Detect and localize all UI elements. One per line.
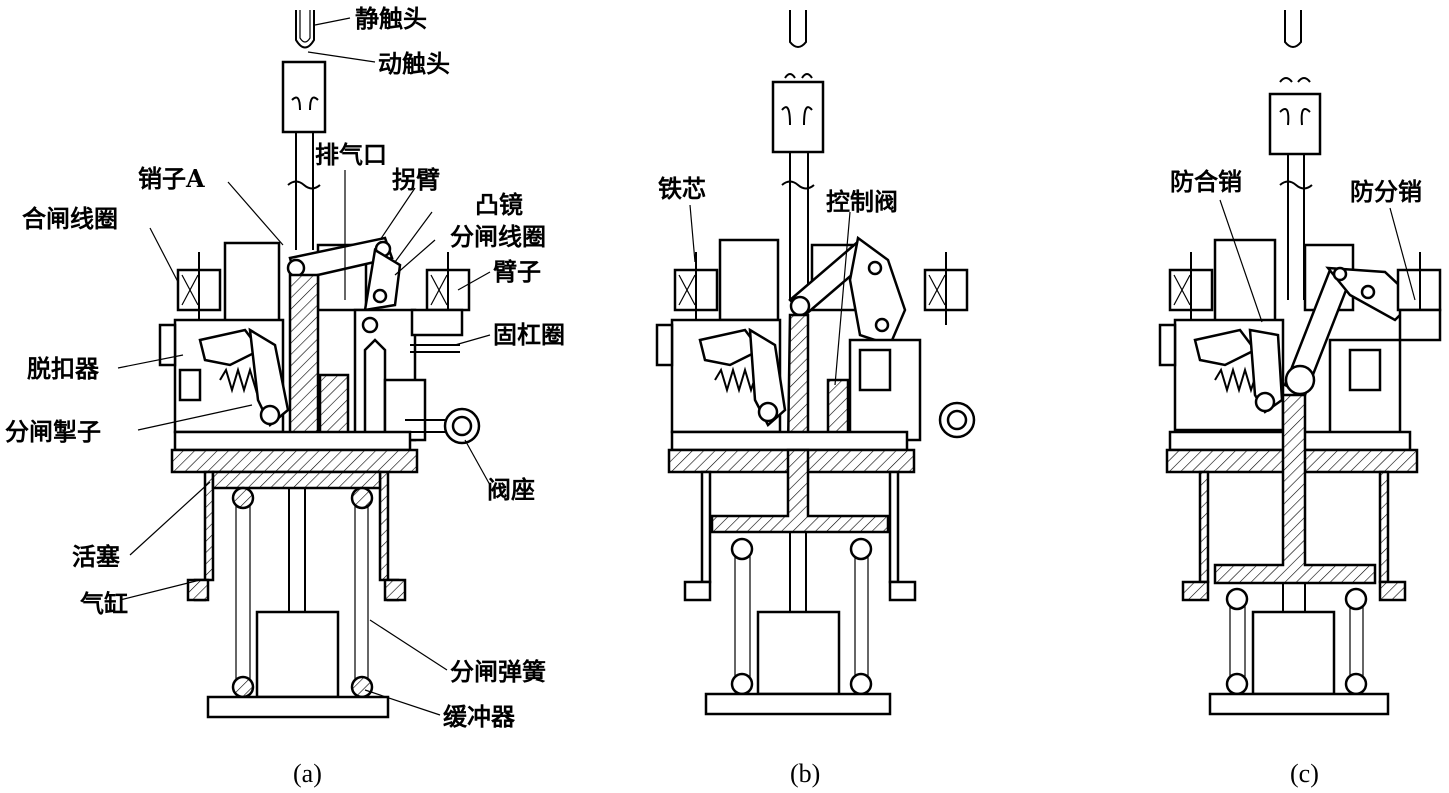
panel-c bbox=[1158, 10, 1442, 716]
label-trip-spring: 分闸弹簧 bbox=[450, 657, 546, 686]
label-control-valve: 控制阀 bbox=[826, 187, 898, 216]
leader-lines-a bbox=[117, 17, 491, 716]
label-trip-coil: 分闸线圈 bbox=[450, 222, 546, 251]
label-exhaust: 排气口 bbox=[315, 140, 387, 169]
label-piston: 活塞 bbox=[72, 542, 120, 571]
label-fixing-ring: 固杠圈 bbox=[493, 320, 565, 349]
caption-c: (c) bbox=[1290, 759, 1319, 788]
label-pin-a: 销子A bbox=[138, 164, 205, 193]
label-cylinder: 气缸 bbox=[79, 589, 128, 618]
panel-b bbox=[655, 10, 976, 716]
label-crank-arm: 拐臂 bbox=[392, 165, 440, 194]
caption-a: (a) bbox=[293, 759, 322, 788]
caption-b: (b) bbox=[790, 759, 820, 788]
label-release: 脱扣器 bbox=[27, 354, 100, 383]
label-trip-latch: 分闸掣子 bbox=[5, 417, 101, 446]
moving-contact-a bbox=[281, 60, 327, 134]
static-contact-a bbox=[295, 10, 315, 49]
leader-lines-b bbox=[689, 204, 851, 386]
label-anti-close-pin: 防合销 bbox=[1170, 167, 1242, 196]
label-static-contact: 静触头 bbox=[355, 4, 427, 33]
leader-lines-c bbox=[1219, 199, 1416, 323]
label-close-coil: 合闸线圈 bbox=[22, 204, 118, 233]
label-anti-open-pin: 防分销 bbox=[1350, 177, 1422, 206]
panel-a bbox=[158, 10, 481, 719]
label-moving-contact: 动触头 bbox=[378, 49, 450, 78]
label-valve-seat: 阀座 bbox=[487, 475, 535, 504]
label-buffer: 缓冲器 bbox=[443, 702, 516, 731]
label-cam: 凸镜 bbox=[475, 190, 523, 219]
label-iron-core: 铁芯 bbox=[658, 174, 706, 203]
label-arm: 臂子 bbox=[493, 257, 541, 286]
